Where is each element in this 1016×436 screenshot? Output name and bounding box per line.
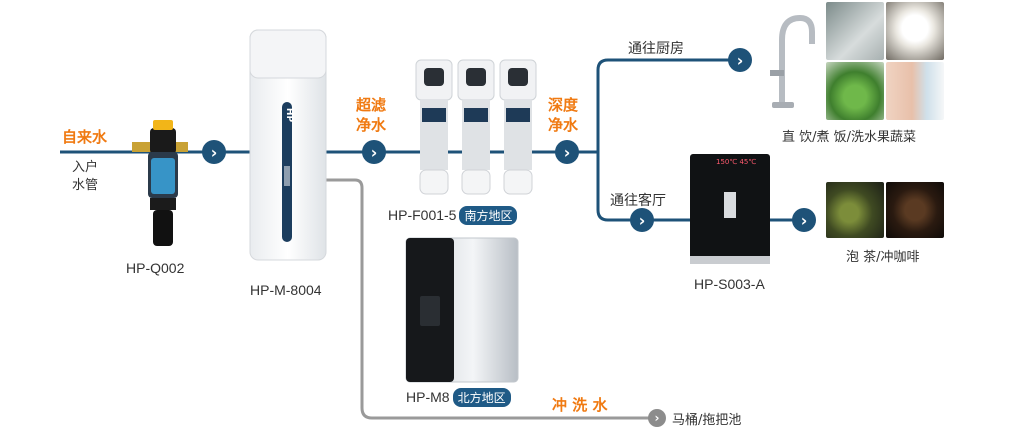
- inlet-sub-label-1: 入户: [72, 160, 99, 175]
- deep-purification-label-2: 净水: [548, 116, 579, 134]
- softener-device: [249, 29, 327, 261]
- flow-arrow-2: ›: [362, 140, 386, 164]
- flush-destination-label: 马桶/拖把池: [672, 413, 742, 428]
- chevron-right-icon: ›: [370, 142, 378, 162]
- softener-model: HP-M-8004: [250, 282, 322, 298]
- north-region-badge: 北方地区: [452, 388, 511, 407]
- living-branch-pipe: [596, 152, 690, 222]
- flow-arrow-kitchen: ›: [728, 48, 752, 72]
- faucet-image: [770, 14, 815, 108]
- dispenser-device: [690, 154, 770, 264]
- prefilter-device: [132, 120, 188, 246]
- flow-arrow-1: ›: [202, 140, 226, 164]
- chevron-right-icon: ›: [638, 210, 646, 230]
- flow-arrow-3: ›: [555, 140, 579, 164]
- drink-photo-tea: [826, 182, 884, 238]
- south-region-badge: 南方地区: [459, 206, 518, 225]
- ultrafiltration-label-2: 净水: [356, 116, 387, 134]
- chevron-right-icon: ›: [800, 210, 808, 230]
- kitchen-branch-pipe: [596, 58, 740, 152]
- drink-photo-coffee: [886, 182, 944, 238]
- kitchen-photo-drinking-woman: [886, 62, 944, 120]
- inlet-sub-label-2: 水管: [72, 178, 99, 193]
- chevron-right-icon: ›: [563, 142, 571, 162]
- north-unit-model: HP-M8: [406, 389, 450, 405]
- south-filter-device: [415, 59, 537, 195]
- dispenser-model: HP-S003-A: [694, 276, 765, 292]
- south-unit-model: HP-F001-5: [388, 207, 457, 223]
- living-branch-label: 通往客厅: [610, 193, 666, 209]
- dispenser-display: 150℃ 45℃: [716, 158, 757, 166]
- kitchen-branch-label: 通往厨房: [628, 41, 684, 57]
- inlet-label: 自来水: [62, 128, 108, 146]
- kitchen-photo-rice-washing: [826, 2, 884, 60]
- north-unit-device: [405, 237, 519, 383]
- chevron-right-icon: ›: [736, 50, 744, 70]
- drink-use-label: 泡 茶/冲咖啡: [846, 250, 920, 265]
- chevron-right-icon: ›: [210, 142, 218, 162]
- flush-water-label: 冲 洗 水: [552, 396, 608, 414]
- deep-purification-label-1: 深度: [548, 96, 579, 114]
- flush-pipe: [322, 178, 650, 420]
- ultrafiltration-label-1: 超滤: [356, 96, 387, 114]
- flow-arrow-flush: ›: [648, 409, 666, 427]
- prefilter-model: HP-Q002: [126, 260, 185, 276]
- kitchen-photo-vegetables: [826, 62, 884, 120]
- softener-brand: HP: [284, 107, 295, 123]
- flow-arrow-living: ›: [630, 208, 654, 232]
- chevron-right-icon: ›: [654, 411, 660, 425]
- kitchen-photo-cooked-rice: [886, 2, 944, 60]
- flow-arrow-drink: ›: [792, 208, 816, 232]
- kitchen-use-label: 直 饮/煮 饭/洗水果蔬菜: [782, 130, 917, 145]
